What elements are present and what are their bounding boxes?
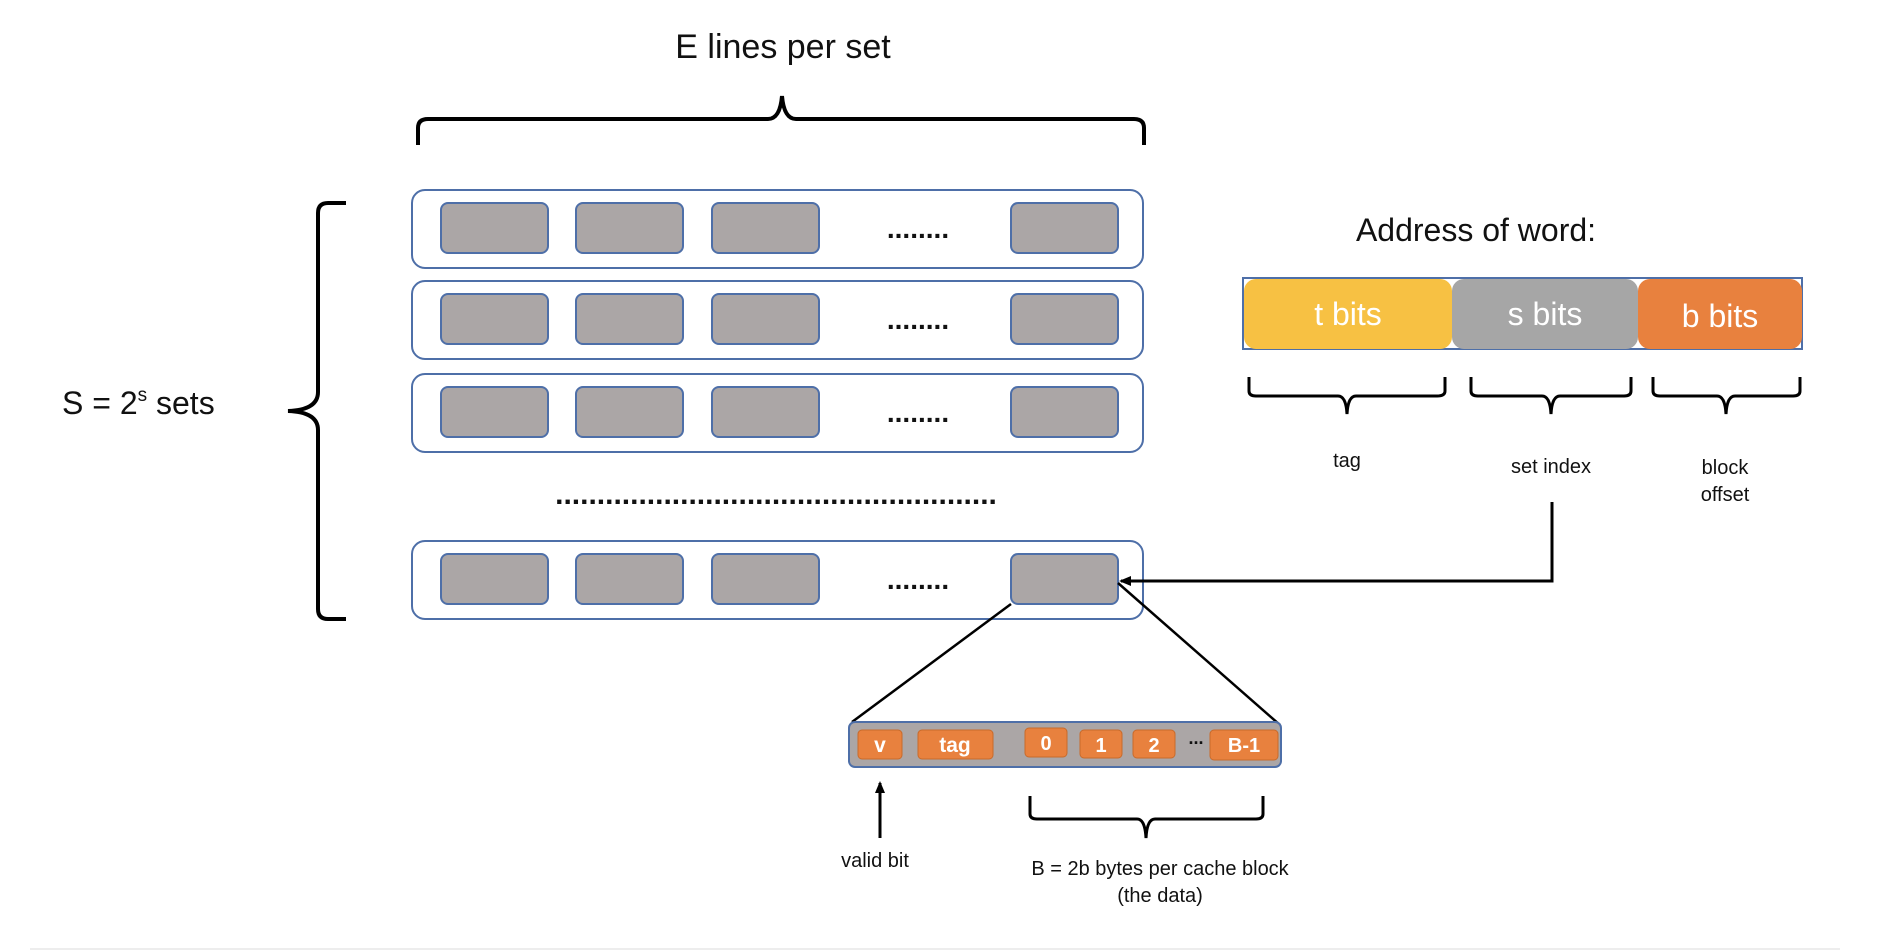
lines-ellipsis: ........: [887, 213, 949, 244]
b-bits-label: b bits: [1682, 298, 1758, 334]
tag-brace: [1247, 377, 1447, 415]
cache-line: [440, 202, 549, 254]
address-title: Address of word:: [1356, 212, 1596, 248]
address-bar: t bits s bits b bits: [1242, 277, 1803, 350]
b-bits-field: [1638, 279, 1802, 349]
cache-line: [440, 386, 549, 438]
byte-cell-last: [1209, 729, 1279, 761]
sets-brace: [287, 201, 346, 621]
s-bits-label: s bits: [1508, 296, 1583, 332]
cache-line: [1010, 386, 1119, 438]
byte-0-text: 0: [1040, 733, 1051, 755]
cache-line: [575, 553, 684, 605]
byte-last-text: B-1: [1228, 735, 1260, 757]
t-bits-field: [1244, 279, 1452, 349]
set-index-brace: [1469, 377, 1633, 415]
block-caption-line2: offset: [1701, 484, 1750, 506]
sets-ellipsis: ........................................…: [555, 478, 997, 511]
block-caption-line1: block: [1702, 457, 1750, 479]
cache-line: [440, 553, 549, 605]
byte-cell-1: [1079, 729, 1123, 759]
block-offset-brace: [1651, 377, 1802, 415]
lines-per-set-brace: [416, 95, 1146, 145]
selected-cache-line: [1010, 553, 1119, 605]
block-size-caption-line2: (the data): [1117, 885, 1203, 907]
byte-cell-0: [1024, 727, 1068, 758]
cache-set-3: ........: [411, 373, 1144, 453]
cache-set-2: ........: [411, 280, 1144, 360]
cache-line: [711, 293, 820, 345]
t-bits-label: t bits: [1314, 296, 1382, 332]
lines-ellipsis: ........: [887, 564, 949, 595]
cache-line: [575, 293, 684, 345]
block-size-caption-line1: B = 2b bytes per cache block: [1031, 858, 1289, 880]
cache-line: [711, 553, 820, 605]
lines-ellipsis: ........: [887, 397, 949, 428]
lines-ellipsis: ........: [887, 304, 949, 335]
tag-caption: tag: [1333, 450, 1361, 472]
zoom-line-left: [851, 602, 1012, 724]
s-bits-field: [1452, 279, 1638, 349]
valid-bit-cell: [857, 729, 903, 760]
tag-cell: [917, 729, 994, 760]
cache-set-1: ........: [411, 189, 1144, 269]
byte-1-text: 1: [1095, 735, 1106, 757]
valid-bit-text: v: [874, 734, 886, 757]
byte-2-text: 2: [1148, 735, 1159, 757]
cache-line: [711, 386, 820, 438]
cache-line: [440, 293, 549, 345]
zoom-line-right: [1117, 582, 1281, 726]
set-index-arrow: [1119, 502, 1554, 586]
cache-line: [1010, 202, 1119, 254]
block-bytes-brace: [1028, 796, 1265, 839]
cache-line: [575, 202, 684, 254]
valid-bit-caption: valid bit: [841, 850, 909, 872]
cache-line-detail: v tag 0 1 2 ... B-1: [848, 721, 1282, 768]
set-index-caption: set index: [1511, 456, 1591, 478]
cache-set-last: ........: [411, 540, 1144, 620]
byte-cell-2: [1132, 729, 1176, 759]
cache-line: [711, 202, 820, 254]
tag-cell-text: tag: [939, 734, 971, 757]
sets-count-label: S = 2s sets: [62, 385, 215, 421]
bytes-ellipsis: ...: [1188, 728, 1203, 748]
lines-per-set-label: E lines per set: [675, 28, 891, 66]
cache-line: [575, 386, 684, 438]
cache-line: [1010, 293, 1119, 345]
